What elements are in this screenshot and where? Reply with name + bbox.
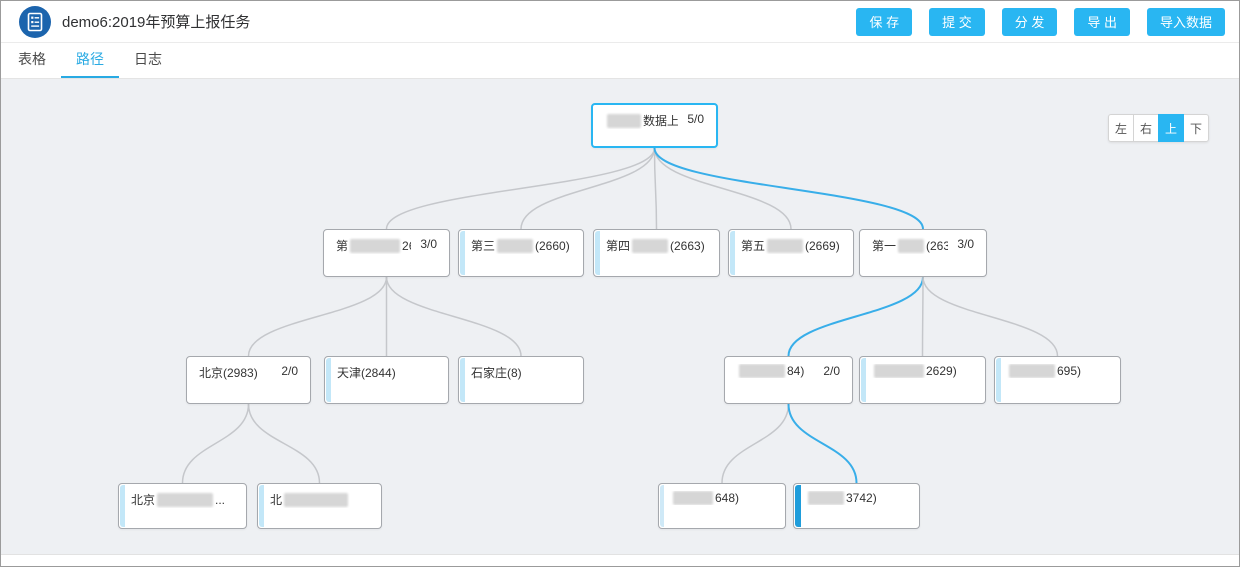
redacted-text-block bbox=[1009, 364, 1055, 378]
save-button[interactable]: 保 存 bbox=[856, 7, 913, 36]
redacted-text-block bbox=[898, 238, 925, 253]
tree-edge bbox=[721, 403, 790, 484]
node-label: 天津(2844) bbox=[337, 366, 396, 380]
node-count-badge: 2/0 bbox=[281, 364, 298, 378]
node-status-stripe bbox=[326, 358, 331, 402]
node-label: 北京(2983) bbox=[199, 366, 258, 380]
node-status-stripe bbox=[660, 485, 664, 527]
node-label: 695) bbox=[1007, 364, 1110, 378]
export-button[interactable]: 导 出 bbox=[1074, 7, 1130, 36]
layout-direction-right-button[interactable]: 右 bbox=[1133, 114, 1159, 142]
tree-edge bbox=[385, 147, 656, 230]
tree-node-n2-2[interactable]: 第三(2660) bbox=[458, 229, 584, 277]
distribute-button[interactable]: 分 发 bbox=[1001, 7, 1058, 36]
node-status-stripe bbox=[460, 358, 465, 402]
tree-edge-highlighted bbox=[653, 147, 924, 230]
tree-edge bbox=[247, 403, 321, 484]
tree-edge bbox=[385, 276, 522, 357]
redacted-text-block bbox=[607, 113, 641, 128]
node-status-stripe bbox=[730, 231, 735, 275]
node-status-stripe bbox=[595, 231, 600, 275]
redacted-text-block bbox=[497, 238, 534, 253]
tree-node-n3-3[interactable]: 石家庄(8) bbox=[458, 356, 584, 404]
redacted-text-block bbox=[767, 238, 804, 253]
node-status-stripe bbox=[861, 358, 866, 402]
node-status-stripe bbox=[120, 485, 125, 527]
redacted-text-block bbox=[808, 491, 844, 505]
node-label: 北京... bbox=[131, 492, 226, 507]
tree-edge bbox=[181, 403, 250, 484]
tree-edges bbox=[181, 147, 1059, 484]
tree-node-n3-4[interactable]: 84) 2/0 bbox=[724, 356, 853, 404]
node-label: 第四(2663) bbox=[606, 238, 705, 253]
node-label: 第一(2631) bbox=[872, 238, 948, 253]
tree-node-n3-5[interactable]: 2629) bbox=[859, 356, 986, 404]
tree-node-n4-1[interactable]: 北京... bbox=[118, 483, 247, 529]
node-label: 数据上报(1) bbox=[605, 112, 678, 129]
layout-direction-left-button[interactable]: 左 bbox=[1108, 114, 1134, 142]
node-count-badge: 5/0 bbox=[687, 112, 704, 126]
tree-node-n3-6[interactable]: 695) bbox=[994, 356, 1121, 404]
import-data-button[interactable]: 导入数据 bbox=[1146, 7, 1225, 36]
page-title: demo6:2019年预算上报任务 bbox=[62, 14, 251, 31]
tree-edge bbox=[520, 147, 656, 230]
task-logo-icon bbox=[19, 5, 51, 38]
header: demo6:2019年预算上报任务 保 存 提 交 分 发 导 出 导入数据 bbox=[1, 1, 1239, 43]
node-label: 3742) bbox=[806, 491, 909, 505]
tree-node-n4-3[interactable]: 648) bbox=[658, 483, 786, 529]
layout-direction-up-button[interactable]: 上 bbox=[1158, 114, 1184, 142]
node-label: 北 bbox=[270, 491, 371, 508]
node-status-stripe bbox=[460, 231, 465, 275]
document-icon bbox=[27, 12, 43, 31]
tree-node-root[interactable]: 数据上报(1) 5/0 bbox=[591, 103, 718, 148]
tree-node-n4-2[interactable]: 北 bbox=[257, 483, 382, 529]
node-label: 2629) bbox=[872, 364, 975, 378]
tree-edge-highlighted bbox=[787, 403, 858, 484]
node-count-badge: 3/0 bbox=[957, 237, 974, 251]
node-status-stripe bbox=[795, 485, 801, 527]
tab-log[interactable]: 日志 bbox=[134, 51, 162, 67]
layout-direction-down-button[interactable]: 下 bbox=[1183, 114, 1209, 142]
node-label: 第2641) bbox=[336, 238, 411, 253]
redacted-text-block bbox=[632, 238, 669, 253]
tree-edge-highlighted bbox=[787, 276, 924, 357]
node-count-badge: 3/0 bbox=[420, 237, 437, 251]
node-count-badge: 2/0 bbox=[823, 364, 840, 378]
tab-table[interactable]: 表格 bbox=[18, 51, 46, 67]
submit-button[interactable]: 提 交 bbox=[929, 7, 985, 36]
tree-node-n2-5[interactable]: 第一(2631) 3/0 bbox=[859, 229, 987, 277]
redacted-text-block bbox=[874, 364, 924, 378]
node-label: 石家庄(8) bbox=[471, 366, 522, 380]
header-actions: 保 存 提 交 分 发 导 出 导入数据 bbox=[856, 7, 1225, 36]
tree-edge bbox=[653, 147, 792, 230]
node-label: 第三(2660) bbox=[471, 238, 570, 253]
tree-canvas: 数据上报(1) 5/0 第2641) 3/0 第三(2660) 第四(2663) 第五(26… bbox=[1, 79, 1239, 554]
redacted-text-block bbox=[739, 364, 785, 378]
tree-edge bbox=[922, 276, 1059, 357]
tree-node-n3-1[interactable]: 北京(2983) 2/0 bbox=[186, 356, 311, 404]
node-status-stripe bbox=[259, 485, 264, 527]
tree-edge bbox=[921, 276, 924, 357]
redacted-text-block bbox=[284, 492, 349, 507]
node-label: 第五(2669) bbox=[741, 238, 840, 253]
redacted-text-block bbox=[350, 238, 401, 253]
node-label: 648) bbox=[671, 491, 775, 505]
tree-edge bbox=[653, 147, 658, 230]
tree-edge bbox=[247, 276, 388, 357]
redacted-text-block bbox=[673, 491, 713, 505]
tree-node-n2-4[interactable]: 第五(2669) bbox=[728, 229, 854, 277]
tab-path[interactable]: 路径 bbox=[61, 43, 119, 78]
layout-direction-toggle: 左 右 上 下 bbox=[1108, 114, 1209, 142]
tree-node-n4-4[interactable]: 3742) bbox=[793, 483, 920, 529]
tab-bar: 表格 路径 日志 bbox=[1, 43, 1239, 79]
tree-node-n2-1[interactable]: 第2641) 3/0 bbox=[323, 229, 450, 277]
redacted-text-block bbox=[157, 492, 214, 507]
footer-strip bbox=[1, 554, 1239, 566]
tree-node-n3-2[interactable]: 天津(2844) bbox=[324, 356, 449, 404]
node-status-stripe bbox=[996, 358, 1001, 402]
node-label: 84) bbox=[737, 364, 814, 378]
tree-node-n2-3[interactable]: 第四(2663) bbox=[593, 229, 720, 277]
